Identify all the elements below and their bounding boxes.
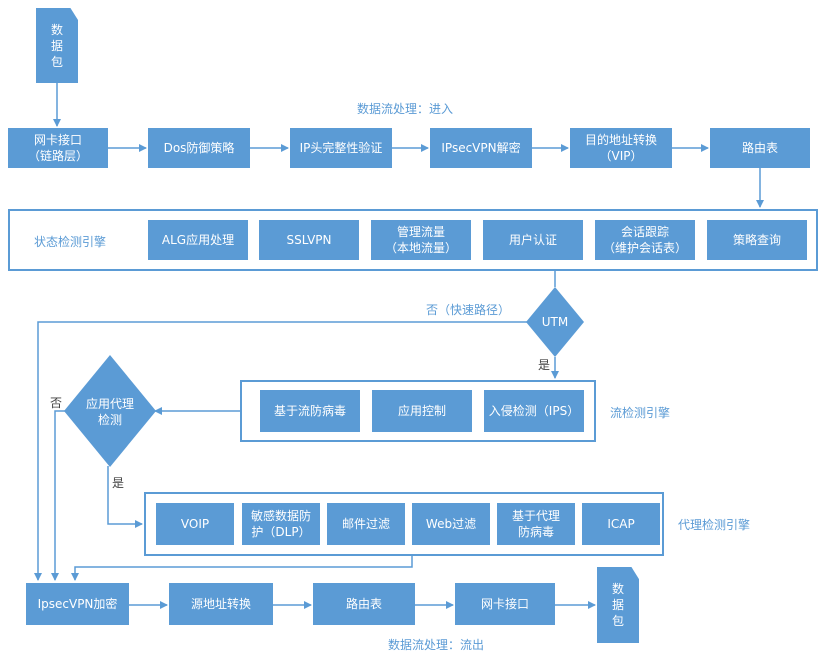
outbound-title: 数据流处理：流出 bbox=[388, 638, 485, 652]
packet-in-doc: 数 据 包 bbox=[36, 8, 78, 83]
outbound-step-nic: 网卡接口 bbox=[455, 583, 555, 625]
state-item-policy: 策略查询 bbox=[707, 220, 807, 260]
proxy-decision-yes-label: 是 bbox=[112, 476, 125, 490]
proxy-item-mail-filter: 邮件过滤 bbox=[327, 503, 405, 545]
state-item-alg: ALG应用处理 bbox=[148, 220, 248, 260]
outbound-step-route: 路由表 bbox=[313, 583, 415, 625]
inbound-step-dos: Dos防御策略 bbox=[148, 128, 250, 168]
proxy-item-icap: ICAP bbox=[582, 503, 660, 545]
flow-engine-label: 流检测引擎 bbox=[610, 406, 671, 420]
state-engine-label: 状态检测引擎 bbox=[34, 235, 107, 249]
inbound-step-nic: 网卡接口 （链路层） bbox=[8, 128, 108, 168]
utm-diamond bbox=[526, 287, 584, 357]
inbound-title: 数据流处理：进入 bbox=[357, 102, 454, 116]
state-item-sslvpn: SSLVPN bbox=[259, 220, 359, 260]
proxy-decision-no-label: 否 bbox=[50, 396, 63, 410]
outbound-step-ipsec-encrypt: IpsecVPN加密 bbox=[26, 583, 129, 625]
utm-label: UTM bbox=[541, 315, 569, 329]
inbound-step-dnat: 目的地址转换 （VIP） bbox=[570, 128, 672, 168]
inbound-step-route: 路由表 bbox=[710, 128, 810, 168]
flow-item-av: 基于流防病毒 bbox=[260, 390, 360, 432]
proxy-decision-label: 应用代理 检测 bbox=[85, 397, 134, 427]
proxy-item-voip: VOIP bbox=[156, 503, 234, 545]
inbound-step-ip-check: IP头完整性验证 bbox=[290, 128, 392, 168]
proxy-engine-label: 代理检测引擎 bbox=[678, 518, 751, 532]
packet-out-doc: 数 据 包 bbox=[597, 567, 639, 643]
proxy-item-dlp: 敏感数据防 护（DLP） bbox=[242, 503, 320, 545]
state-item-auth: 用户认证 bbox=[483, 220, 583, 260]
utm-yes-label: 是 bbox=[538, 358, 551, 372]
inbound-step-ipsec-decrypt: IPsecVPN解密 bbox=[430, 128, 532, 168]
proxy-item-web-filter: Web过滤 bbox=[412, 503, 490, 545]
state-item-mgmt: 管理流量 （本地流量） bbox=[371, 220, 471, 260]
flow-item-app-control: 应用控制 bbox=[372, 390, 472, 432]
proxy-decision-diamond bbox=[64, 355, 156, 467]
state-item-session: 会话跟踪 （维护会话表） bbox=[595, 220, 695, 260]
utm-no-label: 否（快速路径） bbox=[426, 303, 511, 317]
proxy-item-proxy-av: 基于代理 防病毒 bbox=[497, 503, 575, 545]
outbound-step-snat: 源地址转换 bbox=[169, 583, 273, 625]
flow-item-ips: 入侵检测（IPS） bbox=[484, 390, 584, 432]
